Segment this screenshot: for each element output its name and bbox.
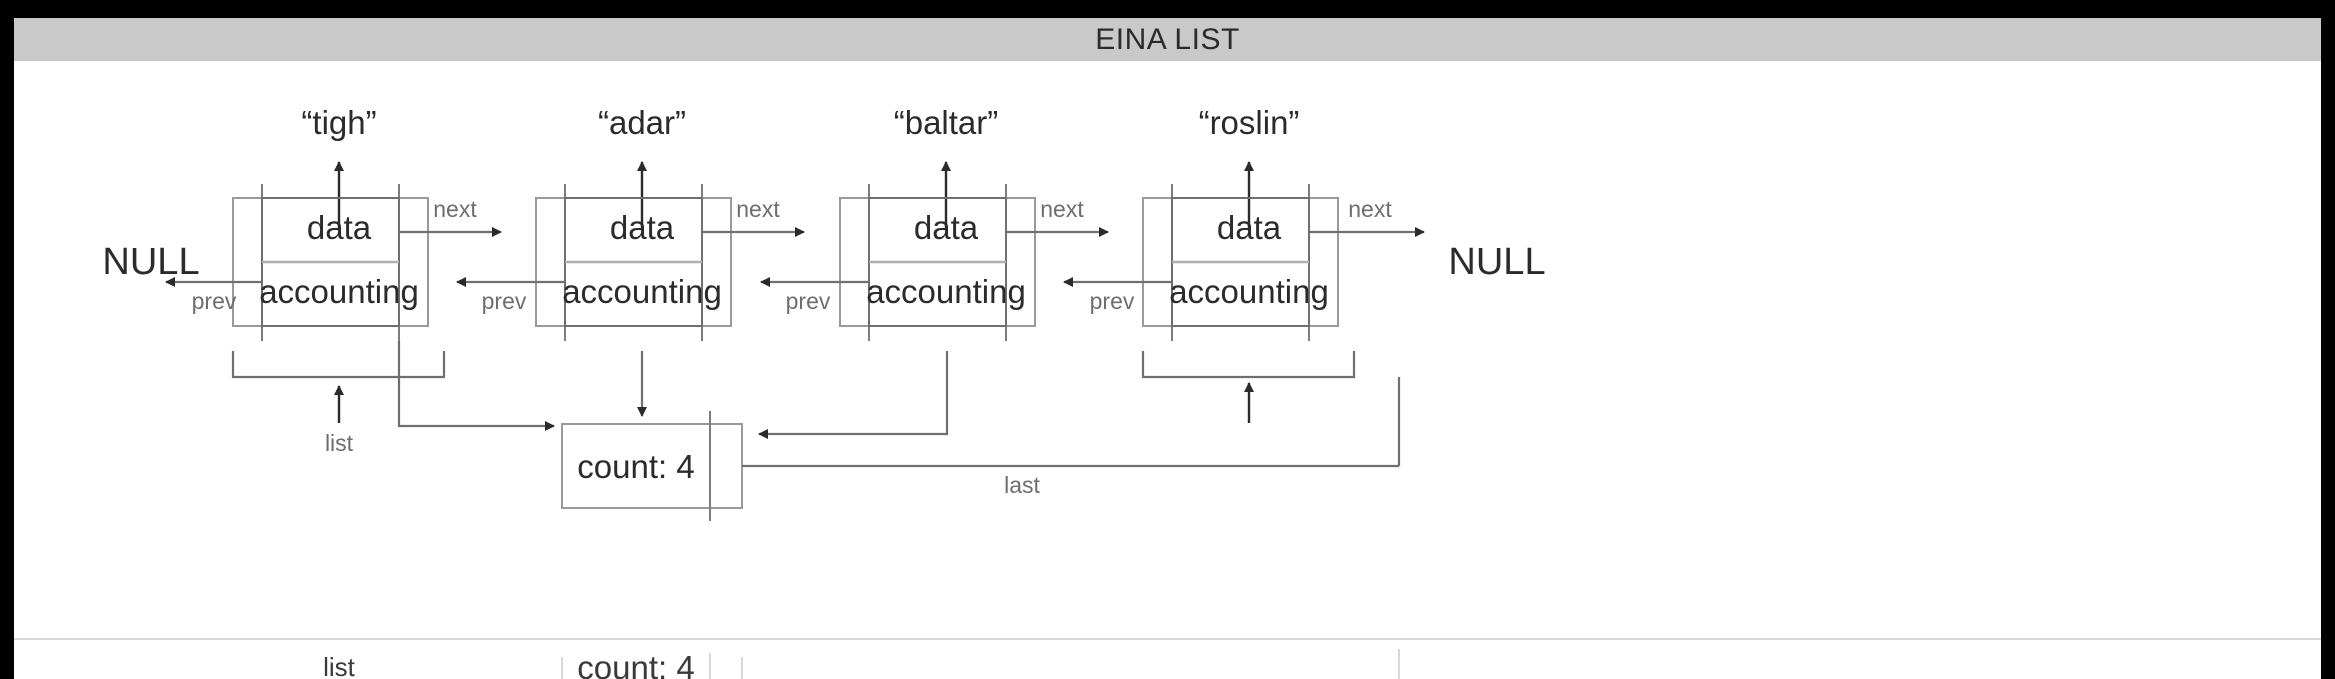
accounting-count-box[interactable]: count: 4 <box>561 411 743 521</box>
node-value-label-3: “baltar” <box>894 104 999 141</box>
slide-title-bar: EINA LIST <box>14 18 2321 61</box>
node-accounting-label-2: accounting <box>562 273 722 310</box>
node-value-label-1: “tigh” <box>301 104 376 141</box>
next-label-3: next <box>1040 196 1084 222</box>
count-label: count: 4 <box>577 448 694 485</box>
ghost-duplicate-row: list count: 4 <box>14 638 2321 679</box>
left-null-label: NULL <box>102 241 199 283</box>
node-adar[interactable]: “adar” data accounting <box>535 104 732 341</box>
list-bracket-path <box>231 351 446 379</box>
next-label-1: next <box>433 196 477 222</box>
eina-list-diagram: “tigh” data accounting NULL prev next <box>14 104 2321 679</box>
right-null-label: NULL <box>1448 241 1545 283</box>
next-label-2: next <box>736 196 780 222</box>
last-label: last <box>1004 472 1040 498</box>
node-value-label-2: “adar” <box>598 104 686 141</box>
node-data-label-3: data <box>914 209 979 246</box>
node-accounting-label-1: accounting <box>259 273 419 310</box>
list-label: list <box>325 430 354 456</box>
prev-label-0: prev <box>192 288 237 314</box>
ghost-count-label: count: 4 <box>577 649 694 679</box>
prev-label-2: prev <box>786 288 831 314</box>
node-accounting-label-4: accounting <box>1169 273 1329 310</box>
diagram-canvas: “tigh” data accounting NULL prev next <box>14 61 2321 679</box>
baltar-down-connector <box>758 351 949 439</box>
prev-label-1: prev <box>482 288 527 314</box>
last-bracket-path <box>1141 351 1356 379</box>
node-data-label-2: data <box>610 209 675 246</box>
ghost-list-label: list <box>323 652 356 679</box>
node-baltar[interactable]: “baltar” data accounting <box>839 104 1036 341</box>
node-tigh[interactable]: “tigh” data accounting <box>232 104 429 341</box>
prev-label-3: prev <box>1090 288 1135 314</box>
node-value-label-4: “roslin” <box>1199 104 1300 141</box>
node-roslin[interactable]: “roslin” data accounting <box>1142 104 1339 341</box>
head-pointer-elbow <box>397 341 555 431</box>
next-label-4: next <box>1348 196 1392 222</box>
node-data-label-4: data <box>1217 209 1282 246</box>
list-pointer-bracket: list <box>231 351 446 456</box>
slide: EINA LIST “tigh” <box>14 18 2321 679</box>
page-title: EINA LIST <box>1095 22 1240 56</box>
node-data-label-1: data <box>307 209 372 246</box>
node-accounting-label-3: accounting <box>866 273 1026 310</box>
